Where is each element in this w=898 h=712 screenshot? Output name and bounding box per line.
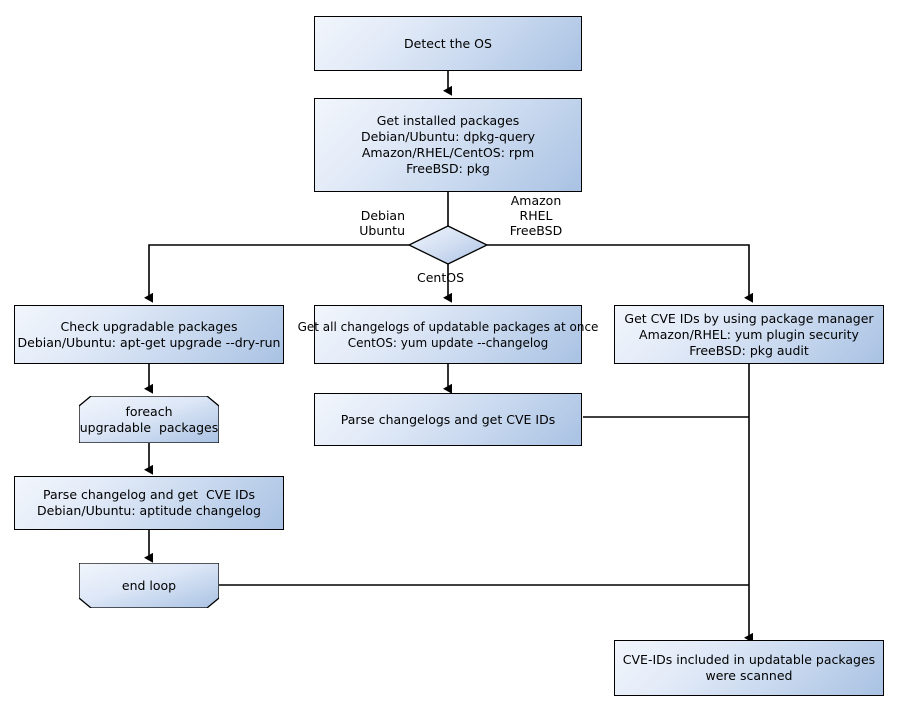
node-check-upgradable[interactable]: Check upgradable packages Debian/Ubuntu:… [14,305,284,364]
node-get-installed-packages[interactable]: Get installed packages Debian/Ubuntu: dp… [314,98,582,192]
node-get-all-changelogs-label: Get all changelogs of updatable packages… [297,319,599,350]
node-foreach-loop-start[interactable]: foreach upgradable packages [79,396,219,443]
node-scanned-result[interactable]: CVE-IDs included in updatable packages w… [614,640,884,696]
node-detect-os[interactable]: Detect the OS [314,16,582,71]
edge-label-left-branch: Debian Ubuntu [359,208,405,238]
loop-start-shape [79,396,219,443]
node-check-upgradable-label: Check upgradable packages Debian/Ubuntu:… [17,318,281,350]
node-get-all-changelogs[interactable]: Get all changelogs of updatable packages… [298,305,598,364]
node-scanned-result-label: CVE-IDs included in updatable packages w… [622,652,876,683]
node-detect-os-label: Detect the OS [404,35,492,51]
node-parse-changelogs-all[interactable]: Parse changelogs and get CVE IDs [314,393,582,446]
edge-label-right-branch: Amazon RHEL FreeBSD [509,193,563,238]
node-parse-changelogs-all-label: Parse changelogs and get CVE IDs [340,411,556,427]
node-os-decision[interactable] [407,225,489,265]
node-get-cve-package-manager-label: Get CVE IDs by using package manager Ama… [624,310,874,358]
node-parse-changelog-single[interactable]: Parse changelog and get CVE IDs Debian/U… [14,476,284,530]
node-end-loop[interactable]: end loop [79,563,219,608]
node-get-cve-package-manager[interactable]: Get CVE IDs by using package manager Ama… [614,305,884,364]
edge-decision-right-rail [487,244,753,303]
node-parse-changelog-single-label: Parse changelog and get CVE IDs Debian/U… [37,487,261,518]
edge-decision-left-rail [144,244,409,303]
node-get-installed-packages-label: Get installed packages Debian/Ubuntu: dp… [360,113,536,176]
loop-end-shape [79,563,219,608]
edge-label-center-branch: CentOS [416,270,464,285]
